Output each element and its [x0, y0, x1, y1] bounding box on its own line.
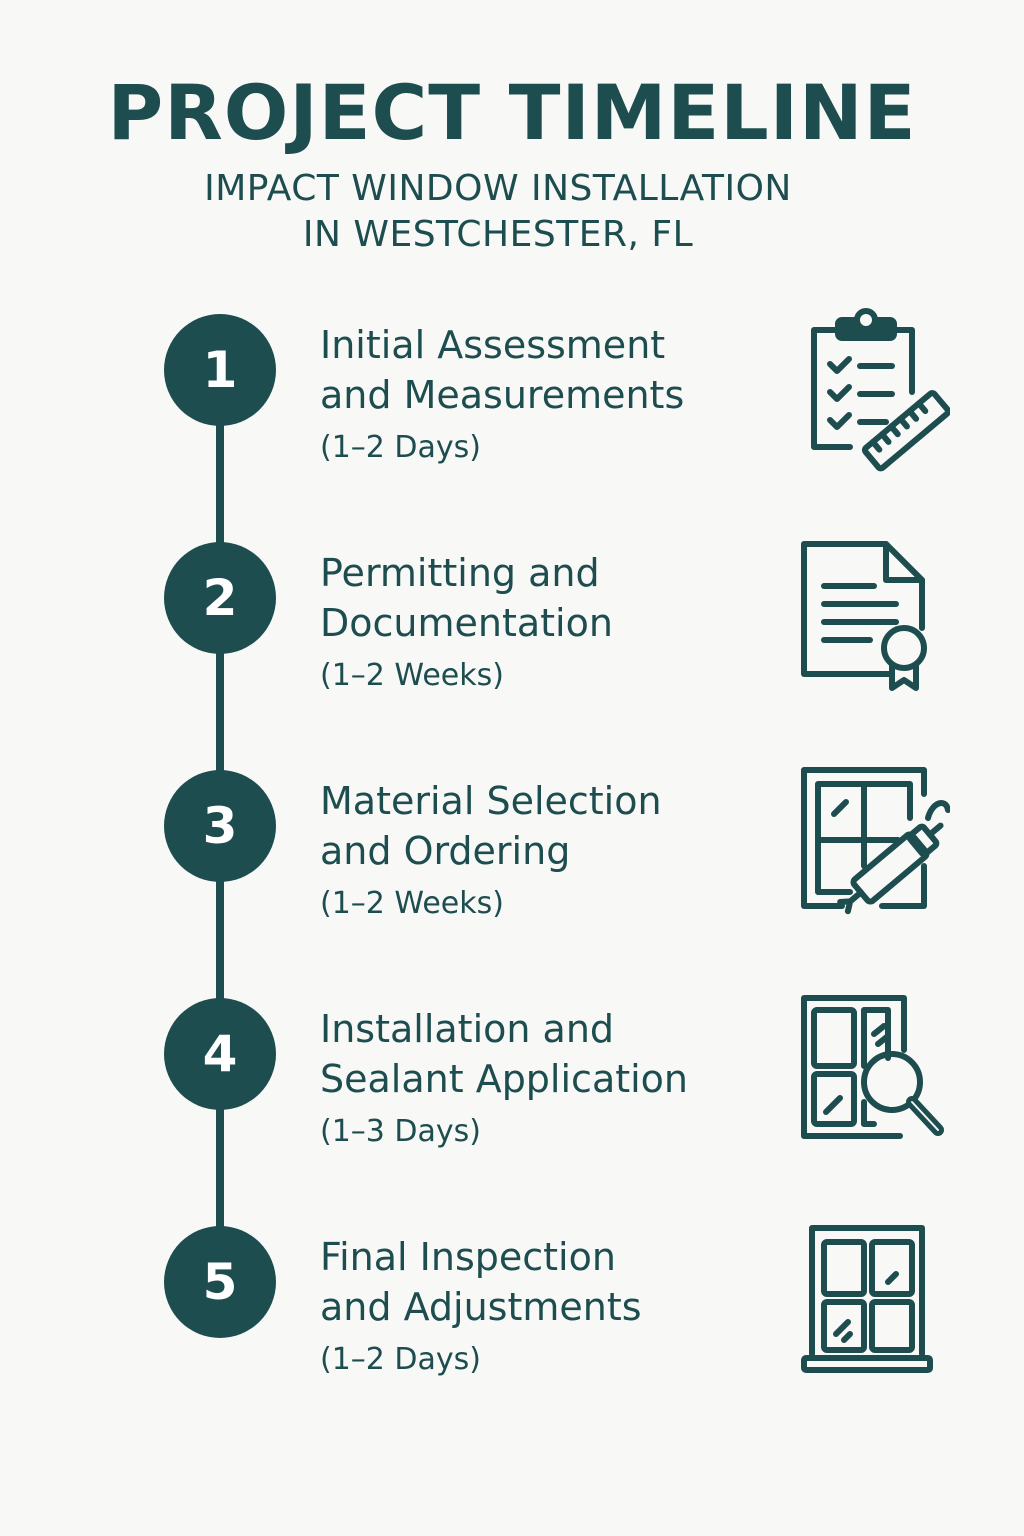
window-icon — [790, 1214, 950, 1384]
step-number-badge: 4 — [164, 998, 276, 1110]
step-duration: (1–2 Days) — [320, 430, 481, 465]
step-number-badge: 2 — [164, 542, 276, 654]
step-text: Initial Assessment and Measurements (1–2… — [320, 320, 760, 468]
timeline-step-5: 5 Final Inspection and Adjustments (1–2 … — [0, 1224, 1024, 1424]
subtitle-line-1: IMPACT WINDOW INSTALLATION — [204, 168, 792, 209]
step-number-badge: 3 — [164, 770, 276, 882]
step-text: Installation and Sealant Application (1–… — [320, 1004, 760, 1152]
timeline-step-3: 3 Material Selection and Ordering (1–2 W… — [0, 767, 1024, 968]
step-heading: Material Selection and Ordering — [320, 779, 662, 873]
step-duration: (1–2 Weeks) — [320, 886, 504, 921]
subtitle-line-2: IN WESTCHESTER, FL — [302, 214, 694, 255]
step-heading: Installation and Sealant Application — [320, 1007, 689, 1101]
step-heading: Final Inspection and Adjustments — [320, 1235, 642, 1329]
step-duration: (1–2 Days) — [320, 1342, 481, 1377]
page-title: PROJECT TIMELINE — [107, 68, 917, 157]
certificate-document-icon — [790, 530, 950, 700]
step-duration: (1–2 Weeks) — [320, 658, 504, 693]
step-text: Final Inspection and Adjustments (1–2 Da… — [320, 1232, 760, 1380]
step-heading: Initial Assessment and Measurements — [320, 323, 685, 417]
step-heading: Permitting and Documentation — [320, 551, 613, 645]
window-magnifier-icon — [790, 986, 950, 1156]
clipboard-ruler-icon — [790, 302, 952, 472]
page-subtitle: IMPACT WINDOW INSTALLATION IN WESTCHESTE… — [0, 166, 996, 258]
step-duration: (1–3 Days) — [320, 1114, 481, 1149]
step-number-badge: 1 — [164, 314, 276, 426]
step-number-badge: 5 — [164, 1226, 276, 1338]
timeline-step-2: 2 Permitting and Documentation (1–2 Week… — [0, 540, 1024, 740]
timeline-step-1: 1 Initial Assessment and Measurements (1… — [0, 308, 1024, 512]
window-caulk-gun-icon — [790, 758, 951, 928]
timeline-step-4: 4 Installation and Sealant Application (… — [0, 995, 1024, 1196]
step-text: Permitting and Documentation (1–2 Weeks) — [320, 548, 760, 696]
step-text: Material Selection and Ordering (1–2 Wee… — [320, 776, 760, 924]
